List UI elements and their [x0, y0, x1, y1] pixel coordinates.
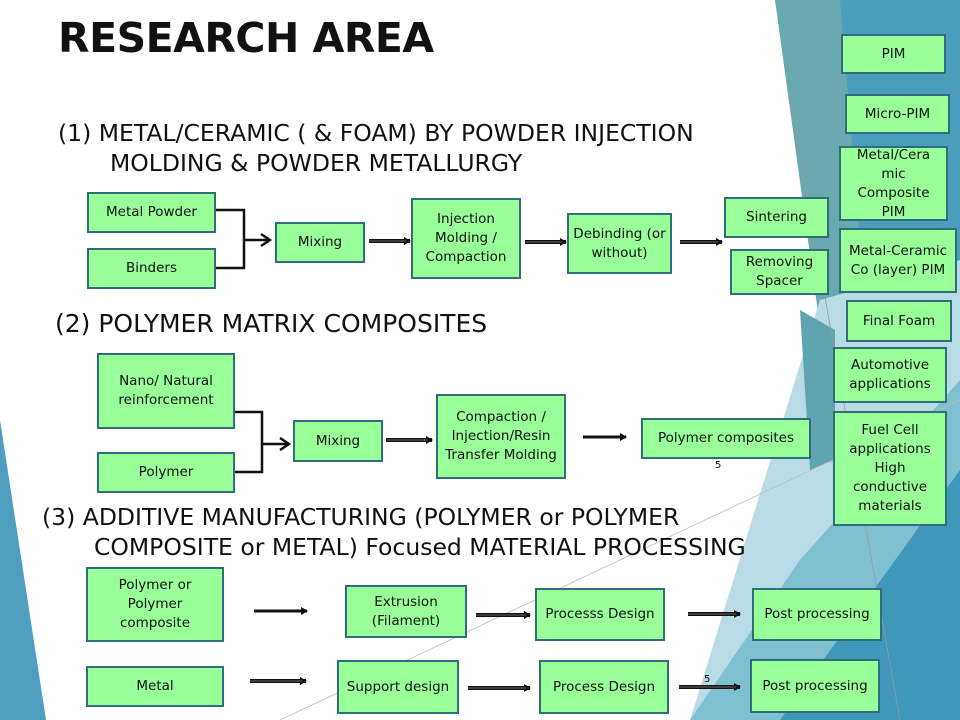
s1-step-mixing: Mixing	[275, 222, 365, 263]
s3-row2-process-design: Process Design	[539, 660, 669, 714]
sidebar-metal-ceramic-composite-pim: Metal/Cera mic Composite PIM	[839, 146, 948, 221]
section1-heading-line1: (1) METAL/CERAMIC ( & FOAM) BY POWDER IN…	[58, 119, 694, 147]
s1-input-binders: Binders	[87, 248, 216, 289]
s1-output-removing-spacer: Removing Spacer	[730, 249, 829, 295]
page-number: 5	[715, 460, 722, 471]
s3-row1-process-design: Processs Design	[535, 588, 665, 641]
s2-input-polymer: Polymer	[97, 452, 235, 493]
sidebar-fuel-cell: Fuel Cell applications High conductive m…	[833, 411, 947, 526]
s2-step-mixing: Mixing	[293, 420, 383, 462]
sidebar-metal-ceramic-co-layer-pim: Metal-Ceramic Co (layer) PIM	[839, 228, 957, 293]
s2-output-polymer-composites: Polymer composites	[641, 418, 811, 459]
s1-output-sintering: Sintering	[724, 197, 829, 238]
s3-row1-extrusion: Extrusion (Filament)	[345, 585, 467, 638]
s1-merge-connector	[216, 208, 270, 270]
s3-row2-post-processing: Post processing	[750, 659, 880, 713]
s1-step-molding: Injection Molding / Compaction	[411, 198, 521, 279]
s2-input-reinforcement: Nano/ Natural reinforcement	[97, 353, 235, 429]
sidebar-micro-pim: Micro-PIM	[845, 94, 950, 134]
s3-row1-polymer-composite: Polymer or Polymer composite	[86, 567, 224, 642]
s2-merge-connector	[234, 410, 289, 474]
s1-step-debinding: Debinding (or without)	[567, 213, 672, 274]
s3-row1-post-processing: Post processing	[752, 588, 882, 641]
s3-row2-support-design: Support design	[337, 660, 459, 714]
sidebar-automotive: Automotive applications	[833, 347, 947, 403]
s3-row2-metal: Metal	[86, 666, 224, 707]
bg-left-wedge	[0, 420, 46, 720]
section2-heading: (2) POLYMER MATRIX COMPOSITES	[55, 309, 488, 338]
section3-heading-line2: COMPOSITE or METAL) Focused MATERIAL PRO…	[94, 533, 746, 561]
section1-heading-line2: MOLDING & POWDER METALLURGY	[110, 149, 523, 177]
s1-input-metal-powder: Metal Powder	[87, 192, 216, 233]
page-number-2: 5	[704, 674, 711, 685]
slide-title: RESEARCH AREA	[58, 14, 434, 62]
s2-step-process: Compaction / Injection/Resin Transfer Mo…	[436, 394, 566, 479]
section1-heading: (1) METAL/CERAMIC ( & FOAM) BY POWDER IN…	[58, 118, 694, 178]
sidebar-pim: PIM	[841, 34, 946, 74]
section3-heading-line1: (3) ADDITIVE MANUFACTURING (POLYMER or P…	[42, 503, 680, 531]
sidebar-final-foam: Final Foam	[846, 300, 952, 342]
section3-heading: (3) ADDITIVE MANUFACTURING (POLYMER or P…	[42, 502, 746, 562]
